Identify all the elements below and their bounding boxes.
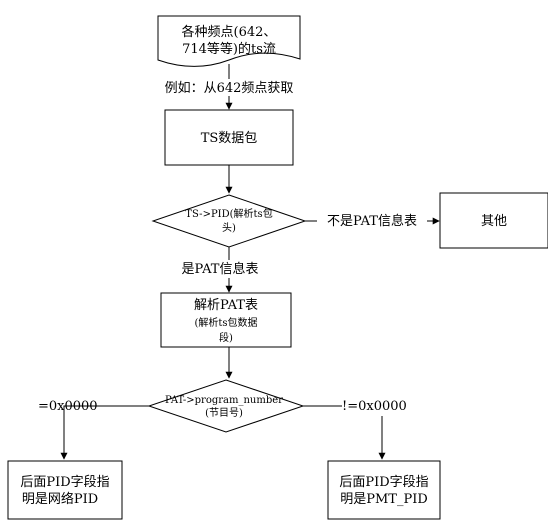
edge-label-neq-zero: !=0x0000 — [342, 399, 407, 414]
source-line-2: 714等等)的ts流 — [182, 41, 276, 57]
parse-pat-line-3: 段) — [219, 331, 233, 344]
parse-pat-line-2: (解析ts包数据 — [194, 316, 257, 329]
other-label: 其他 — [481, 214, 507, 229]
other-node: 其他 — [439, 192, 548, 249]
ts-stream-source-node: 各种频点(642、 714等等)的ts流 — [157, 15, 301, 67]
network-pid-line-2: 明是网络PID — [22, 491, 98, 507]
parse-pat-line-1: 解析PAT表 — [194, 298, 258, 313]
program-decision-line-2: (节目号) — [205, 407, 243, 419]
network-pid-box — [7, 460, 123, 520]
pmt-pid-line-1: 后面PID字段指 — [339, 475, 428, 490]
edge-left-down — [60, 405, 102, 460]
pid-decision-diamond — [151, 194, 307, 248]
ts-packet-node: TS数据包 — [164, 109, 294, 166]
network-pid-line-1: 后面PID字段指 — [20, 475, 109, 490]
ts-packet-box — [164, 109, 294, 166]
edge-label-not-pat: 不是PAT信息表 — [327, 213, 417, 229]
edge-label-is-pat: 是PAT信息表 — [182, 261, 259, 277]
program-decision-line-1: PAT->program_number — [165, 395, 283, 406]
program-decision-node: PAT->program_number (节目号) — [147, 379, 305, 433]
other-box — [439, 192, 548, 249]
pid-decision-line-1: TS->PID(解析ts包 — [185, 207, 272, 220]
network-pid-node: 后面PID字段指 明是网络PID — [7, 460, 123, 520]
pmt-pid-box — [327, 460, 441, 520]
edge-label-example: 例如：从642频点获取 — [165, 80, 294, 96]
source-line-1: 各种频点(642、 — [182, 24, 277, 40]
ts-packet-label: TS数据包 — [201, 131, 258, 146]
parse-pat-box — [160, 292, 292, 348]
parse-pat-node: 解析PAT表 (解析ts包数据 段) — [160, 292, 292, 348]
pid-decision-line-2: 头) — [222, 222, 236, 234]
pmt-pid-line-2: 明是PMT_PID — [340, 492, 428, 507]
pmt-pid-node: 后面PID字段指 明是PMT_PID — [327, 460, 441, 520]
pid-decision-node: TS->PID(解析ts包 头) — [151, 194, 307, 248]
document-shape — [157, 15, 301, 67]
program-decision-diamond — [147, 379, 305, 433]
